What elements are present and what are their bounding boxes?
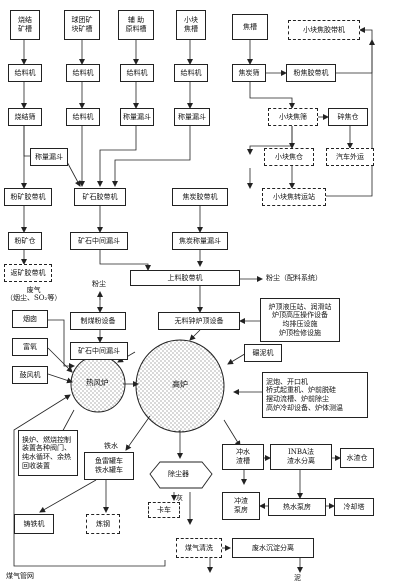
coke-bin: 焦槽 (232, 14, 268, 40)
weigh-hopper-2: 称量漏斗 (120, 108, 154, 126)
coke-screen: 焦炭筛 (232, 64, 266, 82)
truck: 卡车 (148, 502, 180, 518)
blower: 鼓风机 (12, 366, 48, 384)
slag-quench-trough: 冲水 渣槽 (222, 444, 264, 470)
bellless-top-equipment: 无料钟炉顶设备 (158, 312, 240, 330)
broken-coke-bin: 碎焦仓 (328, 108, 368, 126)
cast-house-equipment: 泥炮、开口机 桥式起重机、炉前脱硅 摆动流槽、炉前除尘 高炉冷却设备、炉体测温 (262, 372, 368, 418)
small-coke-screen: 小块焦筛 (268, 108, 318, 126)
hot-metal-label: 铁水 (104, 442, 118, 450)
powder-coke-belt: 粉焦胶带机 (286, 64, 336, 82)
feeder-2: 给料机 (66, 64, 100, 82)
pig-casting-machine: 铸铁机 (14, 514, 54, 534)
inba-separation: INBA法 渣水分离 (270, 444, 332, 470)
gas-pipe-label: 煤气管网 (6, 572, 34, 580)
hot-water-pump-house: 热水泵房 (268, 498, 326, 516)
dust-label-2: 粉尘（配料系统） (266, 274, 322, 282)
chimney: 烟囱 (12, 310, 48, 328)
powder-ore-belt: 粉矿胶带机 (4, 188, 52, 206)
ore-mid-hopper-1: 矿石中间漏斗 (70, 232, 128, 250)
oxygen-enrichment: 富氧 (12, 338, 48, 356)
coal-powder-equipment: 制煤粉设备 (70, 312, 126, 330)
cooling-tower: 冷却塔 (334, 498, 374, 516)
ore-mid-hopper-2: 矿石中间漏斗 (70, 342, 128, 360)
weigh-hopper-1: 给料机 (66, 108, 100, 126)
coke-belt: 焦炭胶带机 (172, 188, 228, 206)
dust-label-1: 粉尘 (92, 280, 106, 288)
slag-bin: 水渣仓 (340, 448, 374, 468)
sinter-screen: 烧结筛 (8, 108, 42, 126)
small-coke-transfer: 小块焦转运站 (262, 188, 326, 206)
small-coke-bin-2: 小块焦仓 (264, 148, 314, 166)
truck-out: 汽车外运 (326, 148, 374, 166)
sinter-bin: 烧结 矿槽 (10, 10, 40, 40)
steelmaking: 炼钢 (86, 514, 120, 534)
feeder-4: 给料机 (174, 64, 208, 82)
dust-catcher-label: 除尘器 (168, 470, 189, 478)
stove-control-equipment: 换炉、燃烧控制 装置各种阀门、 纯水循环、余热 回收装置 (18, 430, 78, 476)
blast-furnace-shape (135, 339, 225, 433)
sludge-label: 泥 (294, 574, 301, 582)
weigh-hopper-3: 称量漏斗 (174, 108, 210, 126)
ore-belt: 矿石胶带机 (74, 188, 126, 206)
top-equipment-group: 炉顶液压站、润滑站 炉顶高压操作设备 均排压设施 炉顶检修设施 (260, 298, 340, 342)
feeder-3: 给料机 (120, 64, 154, 82)
powder-ore-bin: 粉矿仓 (8, 232, 42, 250)
feeder-1: 给料机 (8, 64, 42, 82)
aux-material-bin: 辅 助 原料槽 (118, 10, 154, 40)
pellet-bin: 球团矿 块矿槽 (64, 10, 100, 40)
hot-stove-label: 热风炉 (86, 378, 109, 387)
ash-label: 灰 (176, 494, 183, 502)
gas-cleaning: 煤气清洗 (176, 538, 222, 558)
coke-weigh-hopper: 焦炭称量漏斗 (172, 232, 228, 250)
weigh-hopper-4: 称量漏斗 (30, 148, 68, 166)
dust-catcher-shape (149, 461, 213, 489)
exhaust-label: 废气 （烟尘、SO₂等） (6, 286, 62, 303)
blast-furnace-label: 高炉 (172, 380, 188, 389)
clay-gun-machine: 碾泥机 (244, 344, 282, 362)
small-coke-bin: 小块 焦槽 (176, 10, 206, 40)
small-coke-belt-top: 小块焦胶带机 (288, 20, 360, 40)
wastewater-separation: 废水沉淀分离 (232, 538, 314, 558)
slag-pump-house: 冲渣 泵房 (222, 492, 260, 520)
charging-belt: 上料胶带机 (130, 270, 240, 286)
torpedo-car: 鱼雷罐车 铁水罐车 (84, 452, 134, 480)
return-ore-belt: 返矿胶带机 (4, 264, 52, 282)
